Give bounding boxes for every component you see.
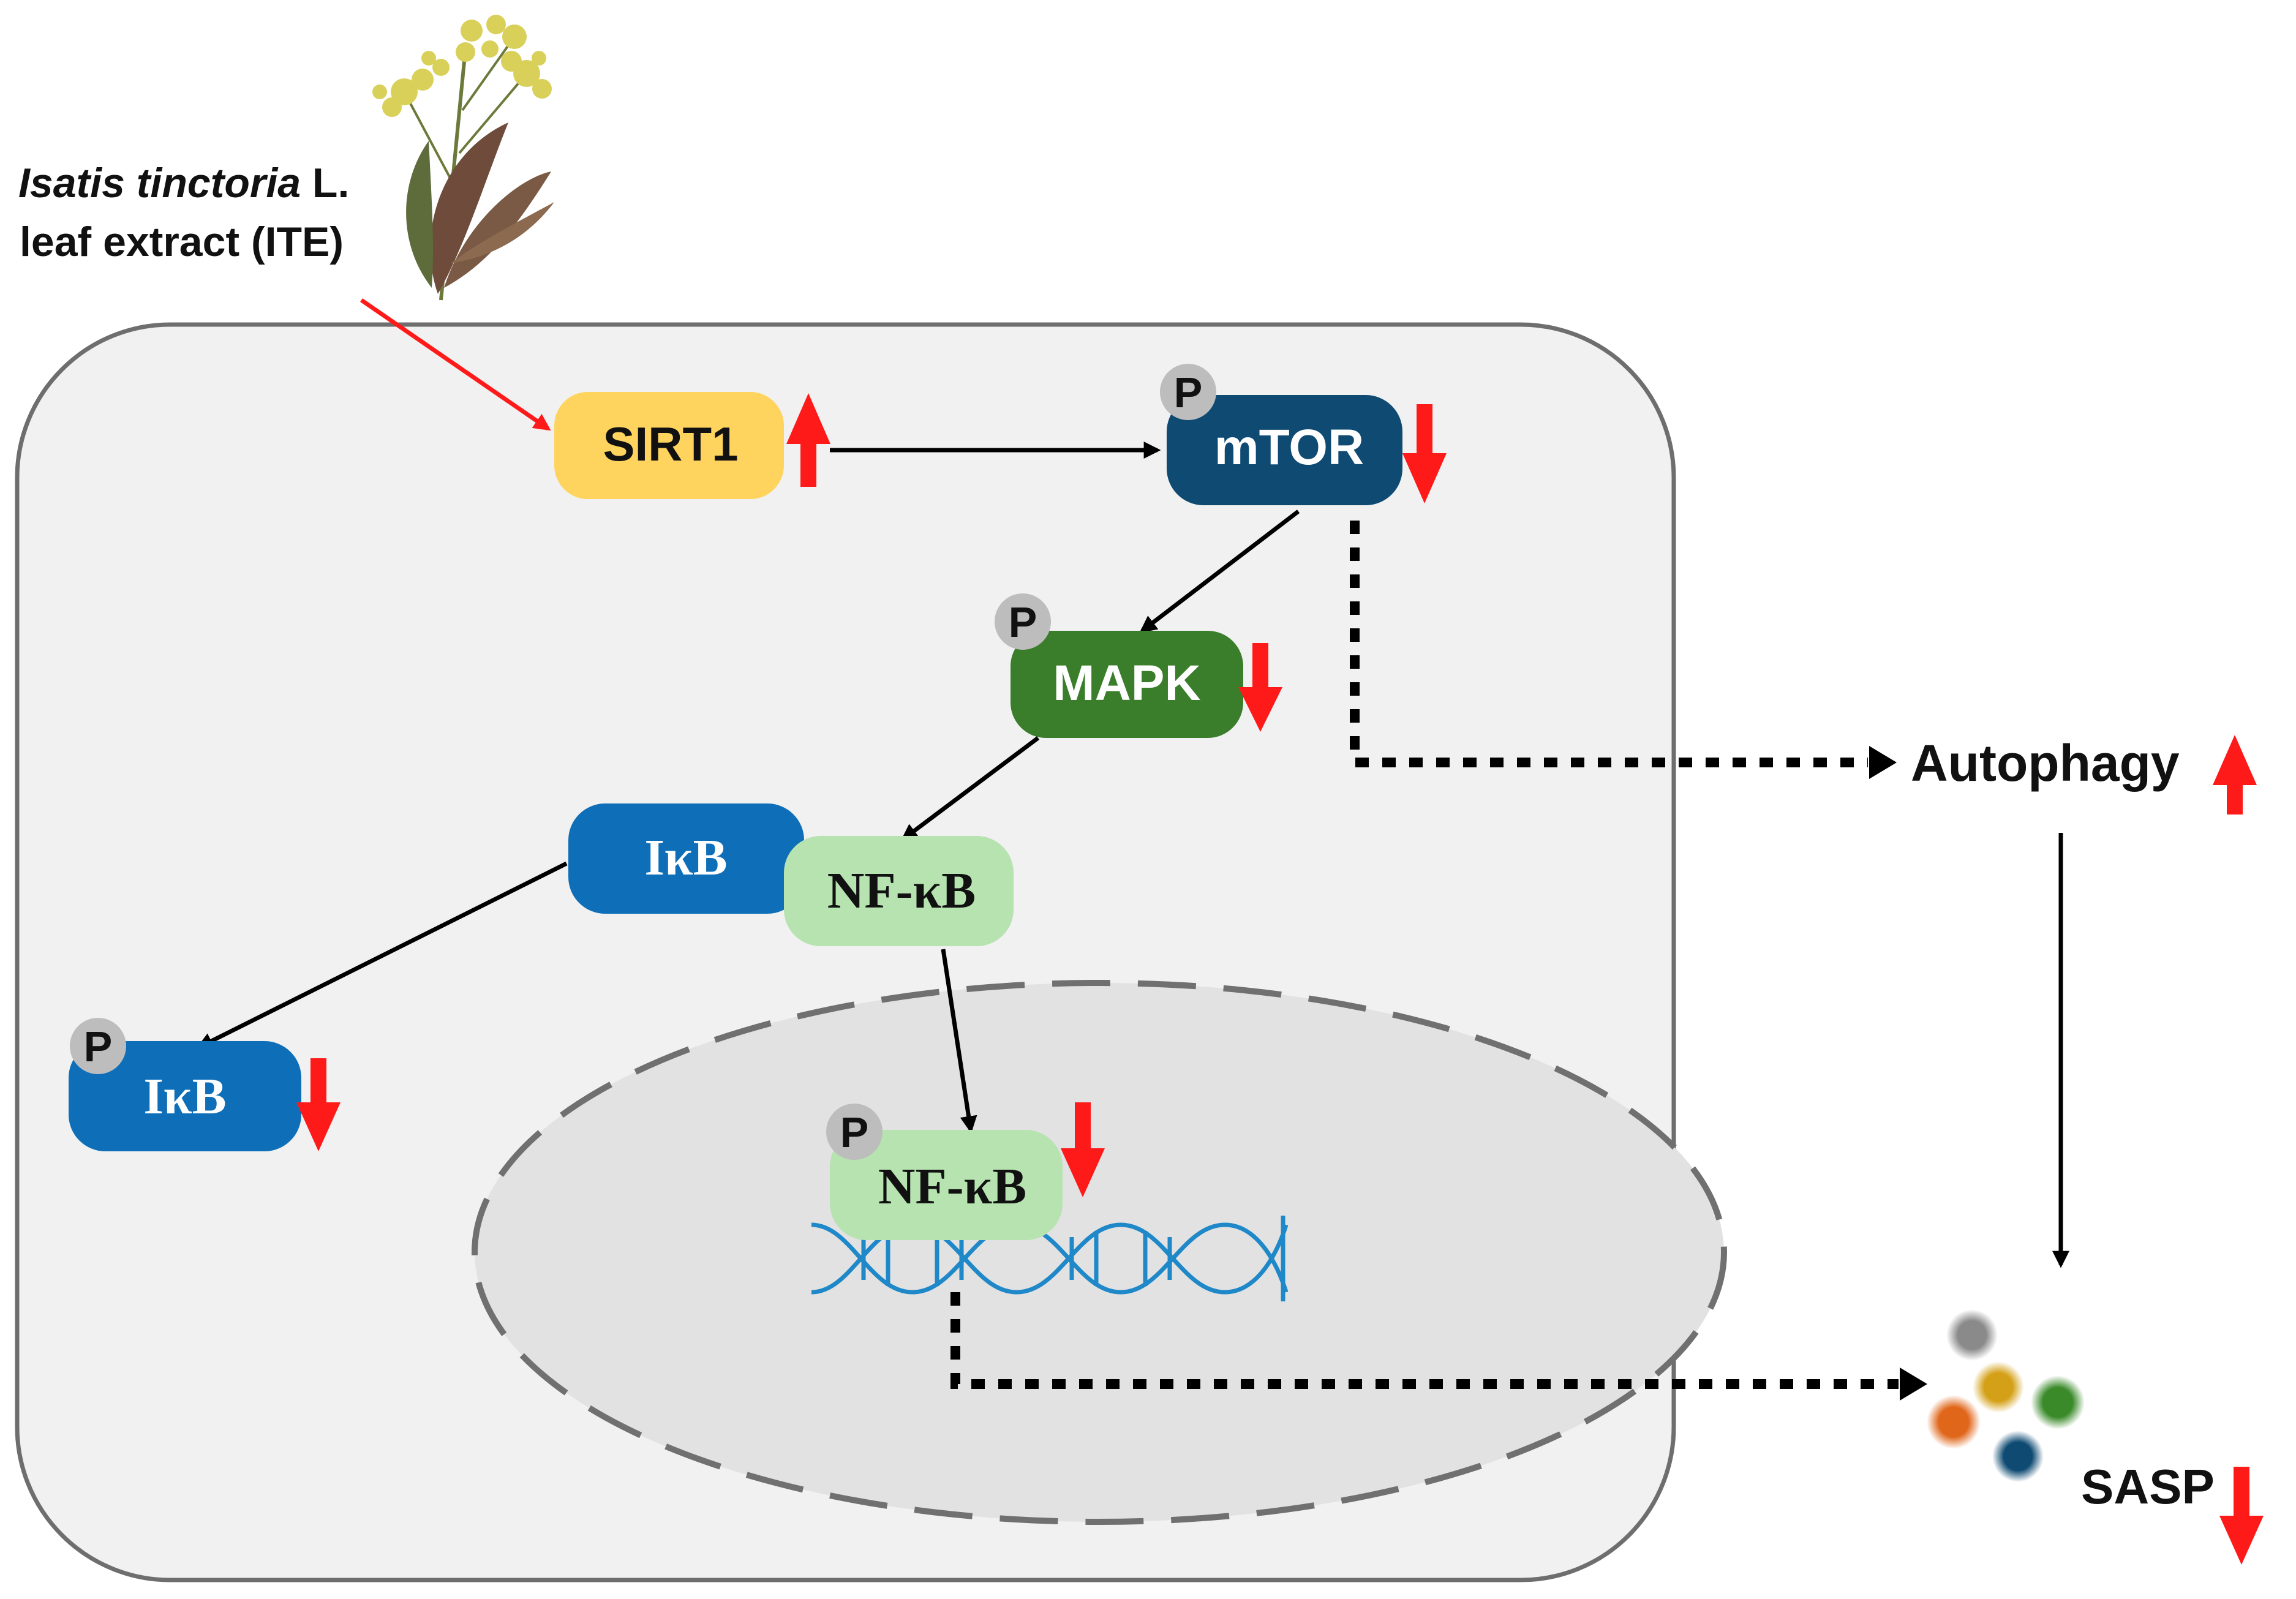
mapk-down-arrow <box>1238 643 1282 732</box>
ikb-node <box>568 803 804 914</box>
p-nfkb-down-arrow <box>1061 1102 1105 1197</box>
nfkb-node <box>784 836 1014 946</box>
ikb-to-p-ikb-arrow <box>195 861 568 1050</box>
mapk-label: MAPK <box>1053 655 1200 711</box>
p-ikb-label: IκB <box>143 1068 226 1125</box>
p-nfkb-phospho-label: P <box>840 1108 869 1156</box>
nfkb-label: NF-κB <box>827 862 976 919</box>
mapk-phospho-icon <box>995 593 1051 650</box>
sirt1-up-arrow <box>786 393 830 487</box>
mtor-down-arrow <box>1402 404 1447 503</box>
mtor-to-mapk-arrow <box>1139 510 1300 633</box>
sasp-label: SASP <box>2081 1459 2215 1514</box>
p-ikb-node <box>69 1041 301 1151</box>
sirt1-label: SIRT1 <box>603 417 738 471</box>
nfkb-to-nucleus-arrow <box>941 949 977 1134</box>
nucleus <box>472 980 1727 1525</box>
ite-to-sirt1-arrow <box>360 298 551 431</box>
dna-to-sasp-dotted-arrow <box>950 1292 1899 1389</box>
sasp-down-arrow <box>2219 1467 2264 1565</box>
mtor-phospho-label: P <box>1174 369 1203 416</box>
p-nfkb-label: NF-κB <box>878 1158 1027 1215</box>
sasp-factors-icon <box>1927 1309 2085 1482</box>
autophagy-arrowhead <box>1869 746 1897 779</box>
p-ikb-phospho-icon <box>70 1018 126 1074</box>
ikb-label: IκB <box>644 829 727 886</box>
plant-illustration <box>372 15 554 301</box>
source-label-line1: Isatis tinctoria L. <box>18 160 349 206</box>
mtor-node <box>1167 395 1402 505</box>
mtor-phospho-icon <box>1160 364 1216 420</box>
p-ikb-down-arrow <box>296 1058 341 1151</box>
mapk-node <box>1011 631 1243 738</box>
mapk-to-nfkb-arrow <box>900 736 1040 841</box>
sasp-arrowhead <box>1900 1368 1927 1401</box>
autophagy-up-arrow <box>2213 735 2257 815</box>
source-label-line2: leaf extract (ITE) <box>20 219 344 265</box>
p-nfkb-node <box>830 1130 1063 1240</box>
mapk-phospho-label: P <box>1009 598 1037 646</box>
p-ikb-phospho-label: P <box>84 1023 113 1070</box>
mtor-label: mTOR <box>1214 420 1364 475</box>
autophagy-label: Autophagy <box>1911 734 2180 792</box>
p-nfkb-phospho-icon <box>826 1104 883 1160</box>
sirt1-node <box>554 392 784 499</box>
